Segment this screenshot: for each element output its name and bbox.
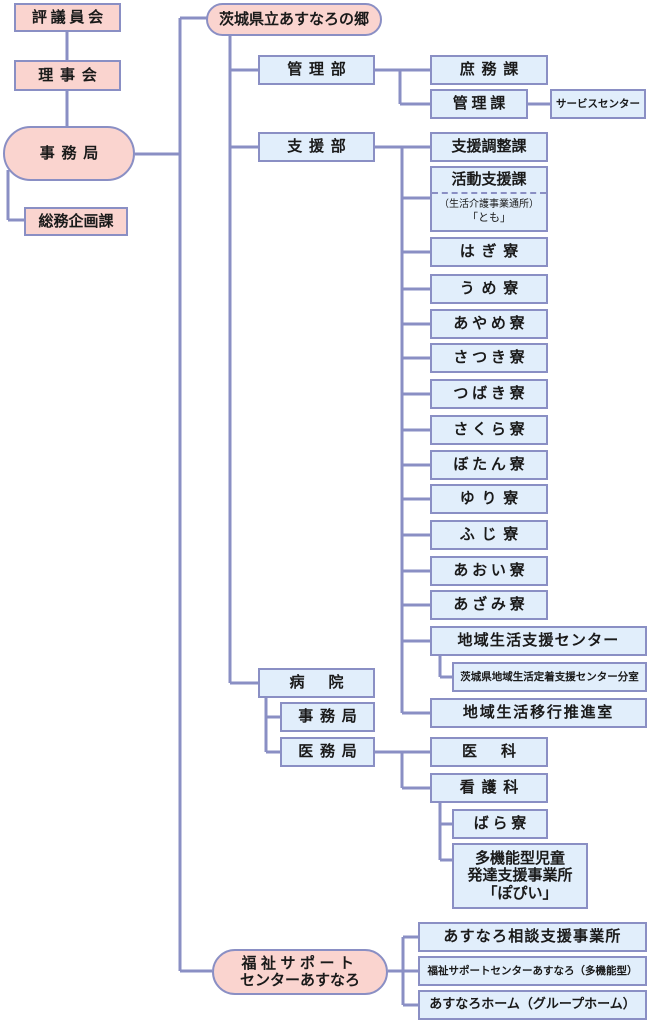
katsudo-sub-line2: 「とも」 <box>467 211 511 225</box>
kanrika-box: 管理課 <box>430 89 528 119</box>
service-center-box: サービスセンター <box>550 89 646 119</box>
ryo-tsubaki: つばき寮 <box>430 379 548 409</box>
tokinogata-jido-box: 多機能型児童 発達支援事業所 「ぽぴい」 <box>452 843 588 909</box>
katsudo-sub-line1: （生活介護事業通所） <box>439 198 539 210</box>
byoin-box: 病院 <box>258 668 375 698</box>
teichaku-shien-bunshitsu: 茨城県地域生活定着支援センター分室 <box>452 662 647 692</box>
tokino-line3: 「ぽぴい」 <box>482 883 558 902</box>
ryo-fuji: ふじ寮 <box>430 520 548 550</box>
root-asunaro-no-sato: 茨城県立あすなろの郷 <box>206 3 382 36</box>
asunaro-home-box: あすなろホーム（グループホーム） <box>418 990 647 1020</box>
bara-ryo-box: ばら寮 <box>452 809 548 839</box>
shienbu-box: 支援部 <box>258 132 375 162</box>
ryo-aoi: あおい寮 <box>430 556 548 586</box>
shomu-box: 庶務課 <box>430 55 548 85</box>
tokino-line2: 発達支援事業所 <box>467 866 573 885</box>
ryo-azami: あざみ寮 <box>430 590 548 620</box>
imukyoku-box: 医務局 <box>280 737 375 767</box>
hyogiinkai-box: 評議員会 <box>14 3 121 32</box>
ryo-ume: うめ寮 <box>430 274 548 304</box>
kangoka-box: 看護科 <box>430 773 548 803</box>
ryo-ayame: あやめ寮 <box>430 309 548 339</box>
chiiki-seikatsu-shien-center: 地域生活支援センター <box>430 626 647 656</box>
fukushi-line1: 福祉サポート <box>241 953 359 972</box>
ryo-satsuki: さつき寮 <box>430 343 548 373</box>
fukushi-line2: センターあすなろ <box>239 971 360 989</box>
byoin-jimukyoku-box: 事務局 <box>280 702 375 732</box>
ika-box: 医科 <box>430 737 548 767</box>
shien-chosei-box: 支援調整課 <box>430 132 548 162</box>
katsudo-shien-title: 活動支援課 <box>432 168 546 194</box>
kanribu-box: 管理部 <box>258 55 375 85</box>
tokino-line1: 多機能型児童 <box>474 849 565 868</box>
fukushi-support-box: 福祉サポート センターあすなろ <box>212 949 388 995</box>
chiiki-ikou-suishin: 地域生活移行推進室 <box>430 698 647 728</box>
katsudo-shien-box: 活動支援課 （生活介護事業通所） 「とも」 <box>430 166 548 232</box>
fukushi-tokino-box: 福祉サポートセンターあすなろ（多機能型） <box>418 956 647 986</box>
jimukyoku-box: 事務局 <box>3 126 135 181</box>
katsudo-shien-sub: （生活介護事業通所） 「とも」 <box>432 194 546 230</box>
rijikai-box: 理事会 <box>14 60 121 91</box>
ryo-hagi: はぎ寮 <box>430 237 548 267</box>
ryo-yuri: ゆり寮 <box>430 484 548 514</box>
somu-kikaku-box: 総務企画課 <box>24 207 128 236</box>
asunaro-soudan-box: あすなろ相談支援事業所 <box>418 922 647 952</box>
ryo-sakura: さくら寮 <box>430 415 548 445</box>
ryo-botan: ぼたん寮 <box>430 450 548 480</box>
